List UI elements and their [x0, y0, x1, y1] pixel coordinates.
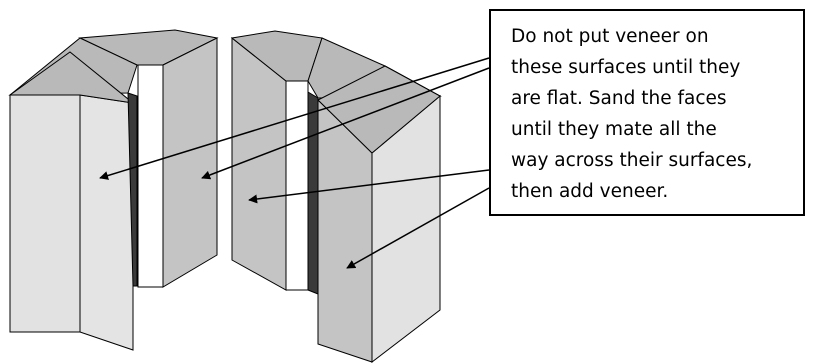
callout-box: Do not put veneer on these surfaces unti… [489, 9, 805, 216]
left-front-face [9, 94, 81, 333]
arrow-to-right-front-face [346, 187, 490, 269]
callout-text: Do not put veneer on these surfaces unti… [511, 26, 753, 202]
left-block-pair [8, 29, 219, 351]
left-dark-edge [127, 92, 138, 287]
arrow-to-left-front-face [99, 57, 490, 180]
left-slot-white-face [137, 64, 164, 288]
right-slot-white-face [285, 80, 309, 291]
callout-arrows [99, 57, 490, 269]
arrow-to-left-back-face [201, 67, 490, 180]
left-back-right-face [162, 37, 218, 288]
arrow-to-right-back-face [248, 169, 490, 204]
right-dark-edge [307, 91, 319, 295]
right-block-pair [230, 30, 442, 364]
left-front-side-face [79, 94, 134, 351]
